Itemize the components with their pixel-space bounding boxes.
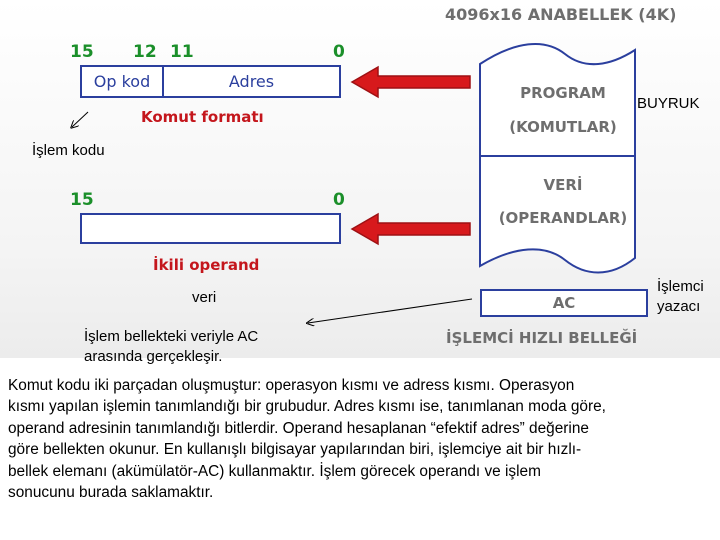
ac-register: AC bbox=[480, 289, 648, 317]
memory-program-sublabel: (KOMUTLAR) bbox=[509, 118, 617, 136]
address-field: Adres bbox=[228, 72, 275, 91]
memory-data-sublabel: (OPERANDLAR) bbox=[498, 209, 628, 227]
red-arrow-to-instruction bbox=[350, 65, 471, 99]
paragraph-line: bellek elemanı (akümülatör-AC) kullanmak… bbox=[8, 462, 541, 480]
islemci-yazaci-label: İşlemci yazacı bbox=[657, 277, 704, 317]
islemci-yazaci-line2: yazacı bbox=[657, 298, 701, 315]
bit-number-15: 15 bbox=[70, 42, 94, 62]
paragraph-line: sonucunu burada saklamaktır. bbox=[8, 484, 214, 502]
explanation-paragraph: Komut kodu iki parçadan oluşmuştur: oper… bbox=[8, 375, 714, 503]
islem-bellek-line1: İşlem bellekteki veriyle AC bbox=[84, 328, 259, 345]
instruction-format-box: Op kod Adres bbox=[80, 65, 341, 98]
opcode-field: Op kod bbox=[82, 67, 164, 96]
veri-label: veri bbox=[192, 289, 217, 306]
memory-title: 4096x16 ANABELLEK (4K) bbox=[445, 5, 677, 24]
main-memory-block bbox=[479, 42, 636, 274]
paragraph-line: operand adresinin tanımlandığı bitlerdir… bbox=[8, 419, 589, 437]
operand-bit-number-15: 15 bbox=[70, 190, 94, 210]
paragraph-line: Komut kodu iki parçadan oluşmuştur: oper… bbox=[8, 377, 575, 394]
instruction-format-caption: Komut formatı bbox=[141, 108, 264, 126]
paragraph-line: kısmı yapılan işlemin tanımlandığı bir g… bbox=[8, 398, 606, 416]
memory-data-label: VERİ bbox=[543, 176, 583, 194]
red-arrow-to-operand bbox=[350, 212, 471, 246]
islem-bellek-line2: arasında gerçekleşir. bbox=[84, 348, 223, 365]
islem-kodu-label: İşlem kodu bbox=[32, 142, 105, 159]
ac-pointer-arrow bbox=[308, 298, 473, 323]
operand-bit-number-0: 0 bbox=[333, 190, 345, 210]
binary-operand-box bbox=[80, 213, 341, 244]
bit-number-11: 11 bbox=[170, 42, 194, 62]
arrows-layer bbox=[0, 65, 473, 358]
paragraph-line: göre bellekten okunur. En kullanışlı bil… bbox=[8, 441, 582, 459]
bit-number-12: 12 bbox=[133, 42, 157, 62]
memory-program-label: PROGRAM bbox=[520, 84, 606, 102]
memory-outline bbox=[479, 42, 636, 274]
opcode-pointer-arrow bbox=[72, 111, 89, 127]
islem-bellek-note: İşlem bellekteki veriyle AC arasında ger… bbox=[84, 327, 258, 367]
ac-register-label: AC bbox=[552, 294, 576, 312]
buyruk-label: BUYRUK bbox=[637, 95, 700, 112]
register-caption: İŞLEMCİ HIZLI BELLEĞİ bbox=[446, 329, 638, 347]
binary-operand-caption: İkili operand bbox=[153, 256, 260, 274]
islemci-yazaci-line1: İşlemci bbox=[657, 278, 704, 295]
bit-number-0: 0 bbox=[333, 42, 345, 62]
